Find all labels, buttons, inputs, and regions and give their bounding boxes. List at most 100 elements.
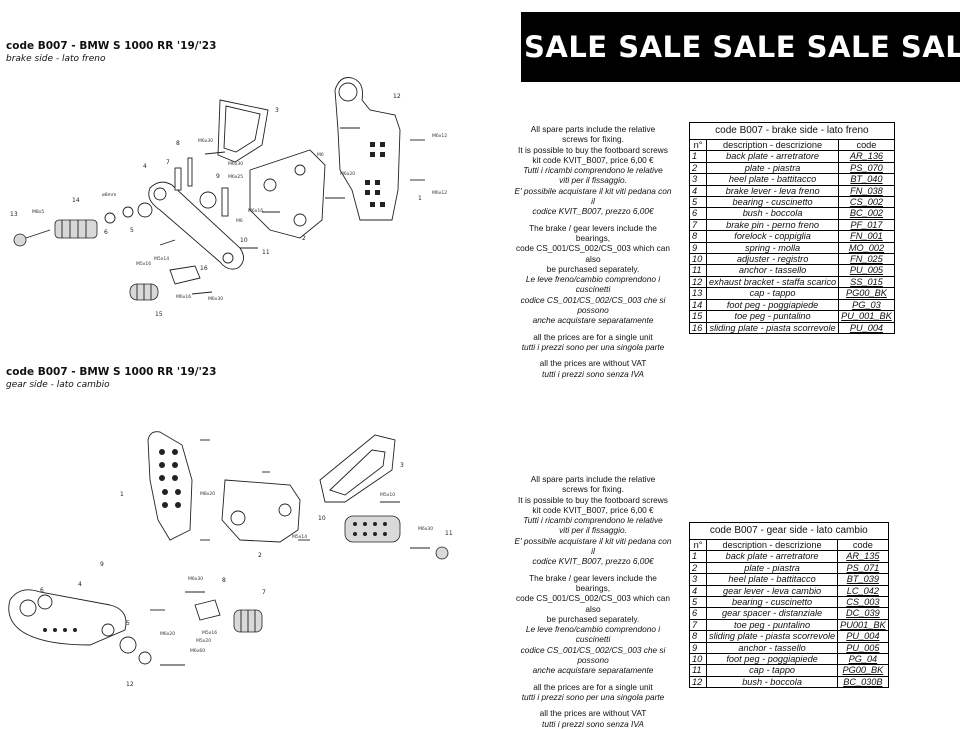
svg-text:ø8mm: ø8mm [102,192,116,198]
part-description: heel plate - battitacco [705,573,839,586]
part-description: foot peg - poggiapiede [705,653,839,666]
part-code: PG00_BK [838,287,895,300]
svg-text:3: 3 [275,107,279,114]
part-number: 6 [689,207,707,220]
svg-text:4: 4 [78,581,82,588]
part-description: bearing - cuscinetto [705,596,839,609]
svg-text:M8x20: M8x20 [200,491,215,497]
brake-part-8-forelock [187,157,193,187]
part-code: PU_005 [838,264,895,277]
part-code: BT_039 [837,573,889,586]
svg-text:M5x16: M5x16 [136,261,151,267]
part-code: PG00_BK [837,664,889,677]
svg-text:M6x12: M6x12 [432,133,447,139]
part-number: 11 [689,664,707,677]
gear-part-4-lever [8,589,127,646]
gear-part-3-heel-plate [319,434,396,503]
svg-text:M6x20: M6x20 [340,171,355,177]
part-code: FN_001 [838,230,895,243]
brake-part-2-plate [249,149,326,239]
svg-text:8: 8 [176,140,180,147]
part-number: 4 [689,184,707,198]
gear-part-7-toe-peg [233,609,263,633]
svg-text:8: 8 [222,577,226,584]
svg-text:M6x60: M6x60 [190,648,205,654]
brake-parts-table: code B007 - brake side - lato freno n°de… [689,122,895,334]
part-code: BC_030B [837,675,889,689]
gear-parts-table: code B007 - gear side - lato cambio n°de… [689,522,889,689]
brake-part-5-bearing [104,212,116,224]
sale-banner[interactable]: SALE SALE SALE SALE SALE [521,12,960,82]
svg-text:15: 15 [155,311,163,318]
svg-text:M5x14: M5x14 [292,534,307,540]
part-number: 15 [689,310,707,323]
part-code: PU_004 [837,630,889,643]
svg-text:9: 9 [216,173,220,180]
svg-text:M5x14: M5x14 [154,256,169,262]
svg-text:3: 3 [400,462,404,469]
svg-text:2: 2 [258,552,262,559]
svg-text:M5x20: M5x20 [196,638,211,644]
part-number: 4 [689,584,707,598]
svg-text:M6: M6 [236,218,243,224]
part-code: LC_042 [837,584,889,598]
svg-text:M6x20: M6x20 [160,631,175,637]
part-description: brake lever - leva freno [705,184,840,198]
svg-text:4: 4 [143,163,147,170]
brake-part-3-heel-plate [217,99,269,163]
part-number: 12 [689,675,707,689]
svg-text:M5x16: M5x16 [202,630,217,636]
gear-section-subtitle: gear side - lato cambio [6,380,110,390]
part-code: DC_039 [837,607,889,620]
svg-text:14: 14 [72,197,80,204]
svg-text:1: 1 [418,195,422,202]
brake-table-title: code B007 - brake side - lato freno [689,122,895,140]
brake-part-13-cap [13,233,27,247]
part-description: brake pin - perno freno [705,218,840,232]
brake-part-9-spring [199,191,217,209]
part-code: SS_015 [838,275,895,289]
svg-text:9: 9 [100,561,104,568]
svg-text:M5x10: M5x10 [380,492,395,498]
svg-text:M6x12: M6x12 [432,190,447,196]
part-description: bearing - cuscinetto [705,196,840,209]
part-code: PG_04 [837,653,889,666]
brake-section-subtitle: brake side - lato freno [6,54,106,64]
svg-text:5: 5 [130,227,134,234]
part-description: heel plate - battitacco [705,173,840,186]
part-code: PS_070 [838,161,895,175]
svg-text:1: 1 [120,491,124,498]
part-number: 5 [689,596,707,609]
part-description: anchor - tassello [705,264,840,277]
gear-part-10-footpeg [344,515,401,543]
svg-text:10: 10 [318,515,326,522]
svg-text:M6: M6 [317,152,324,158]
part-description: spring - molla [705,241,840,255]
gear-part-1-back-plate [147,431,193,541]
brake-part-10-adjuster [221,187,229,217]
svg-text:M6x16: M6x16 [248,208,263,214]
brake-part-16-sliding-plate [169,265,201,285]
svg-text:6: 6 [104,229,108,236]
part-code: PU_004 [838,321,895,334]
